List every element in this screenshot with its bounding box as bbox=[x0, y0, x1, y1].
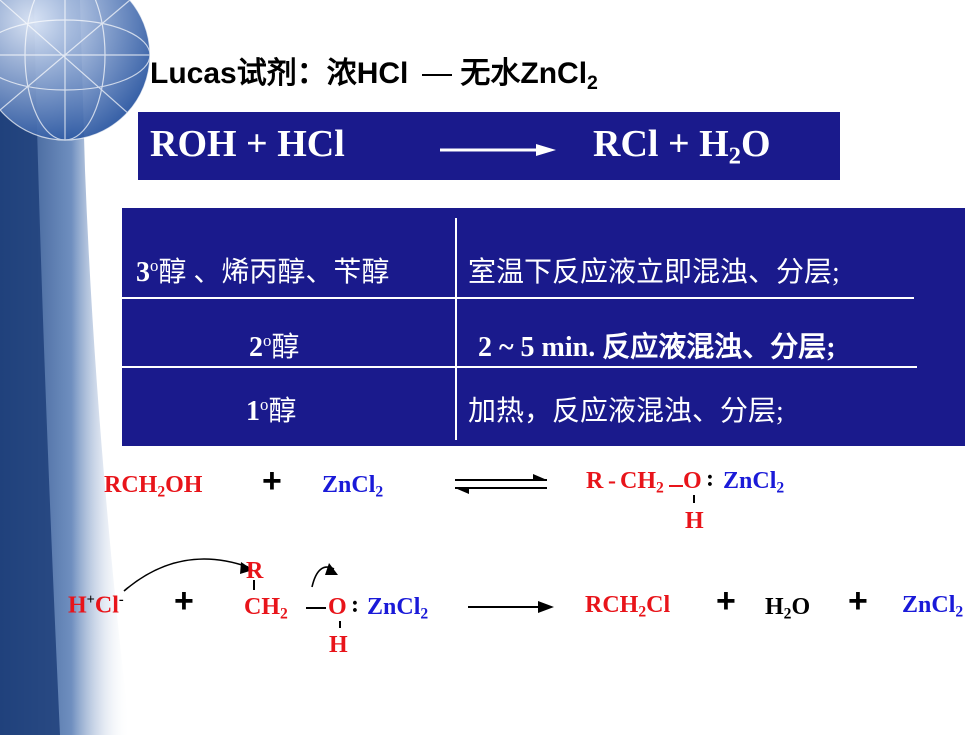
formula-sub: 2 bbox=[656, 479, 664, 497]
table-divider bbox=[122, 366, 455, 368]
product-ch2: CH2 bbox=[620, 468, 664, 498]
bond-line bbox=[693, 495, 695, 503]
product-oxygen: O bbox=[683, 468, 702, 494]
table-divider bbox=[122, 297, 455, 299]
formula-part: ZnCl bbox=[367, 594, 421, 620]
formula-part: H bbox=[765, 594, 784, 620]
formula-sub: 2 bbox=[157, 483, 166, 501]
equation-right-a: RCl + H bbox=[593, 123, 729, 165]
heading-dash bbox=[422, 74, 453, 77]
table-row-2-desc: 2 ~ 5 min. 反应液混浊、分层; bbox=[478, 332, 836, 363]
formula-part: ZnCl bbox=[322, 472, 376, 498]
equilibrium-arrow-icon bbox=[455, 474, 547, 494]
reactant-rch2oh: RCH2OH bbox=[104, 472, 202, 502]
lone-pair-colon: : bbox=[351, 592, 359, 618]
arrow-right-icon bbox=[468, 601, 554, 613]
alcohol-name: 醇 bbox=[268, 396, 297, 427]
table-row-3-class: 1o醇 bbox=[246, 389, 296, 429]
alcohol-name: 醇 、烯丙醇、苄醇 bbox=[158, 257, 390, 288]
product-zncl2: ZnCl2 bbox=[723, 468, 784, 498]
bond-line bbox=[306, 607, 326, 609]
table-row-1-desc: 室温下反应液立即混浊、分层; bbox=[468, 257, 840, 288]
formula-sub: 2 bbox=[783, 605, 792, 623]
ch2-group: CH2 bbox=[244, 594, 288, 624]
formula-part: Cl bbox=[94, 592, 119, 619]
formula-part: CH bbox=[244, 594, 280, 620]
formula-sub: 2 bbox=[280, 605, 288, 623]
arrow-right-icon bbox=[440, 144, 556, 156]
product-dash: - bbox=[608, 468, 616, 494]
table-row-1-class: 3o醇 、烯丙醇、苄醇 bbox=[136, 250, 389, 290]
globe-icon bbox=[0, 0, 151, 141]
formula-sub: 2 bbox=[638, 603, 647, 621]
product-rch2cl: RCH2Cl bbox=[585, 592, 670, 622]
charge: + bbox=[86, 592, 95, 608]
product-r: R bbox=[586, 468, 604, 494]
heading-suffix: 无水ZnCl bbox=[460, 57, 588, 90]
degree-mark: o bbox=[260, 394, 269, 414]
charge: - bbox=[118, 592, 124, 608]
formula-part: ZnCl bbox=[723, 468, 777, 494]
degree-mark: o bbox=[150, 255, 159, 275]
plus-sign: + bbox=[716, 582, 736, 620]
equation-right: RCl + H2O bbox=[593, 122, 771, 170]
product-water: H2O bbox=[765, 594, 810, 624]
equation-left: ROH + HCl bbox=[150, 123, 345, 165]
heading-prefix: Lucas试剂：浓HCl bbox=[150, 57, 409, 90]
bond-line bbox=[253, 580, 255, 590]
bond-line bbox=[339, 621, 341, 628]
bond-line bbox=[669, 485, 683, 487]
table-row-3-desc: 加热，反应液混浊、分层; bbox=[468, 396, 784, 427]
formula-part: ZnCl bbox=[902, 592, 956, 618]
formula-sub: 2 bbox=[375, 483, 384, 501]
hydrogen-atom: H bbox=[329, 632, 348, 658]
formula-sub: 2 bbox=[776, 479, 785, 497]
curved-arrows bbox=[123, 558, 338, 592]
reactivity-table: 3o醇 、烯丙醇、苄醇 室温下反应液立即混浊、分层; 2o醇 2 ~ 5 min… bbox=[122, 208, 965, 446]
equation-box: ROH + HCl RCl + H2O bbox=[138, 112, 840, 180]
alcohol-name: 醇 bbox=[271, 332, 300, 363]
table-divider-vertical bbox=[455, 218, 457, 440]
lone-pair-colon: : bbox=[706, 466, 714, 492]
page-title: Lucas试剂：浓HCl 无水ZnCl2 bbox=[150, 48, 598, 95]
plus-sign: + bbox=[174, 582, 194, 620]
formula-part: H bbox=[68, 592, 87, 619]
table-row-2-class: 2o醇 bbox=[249, 325, 299, 365]
formula-sub: 2 bbox=[955, 603, 964, 621]
formula-part: OH bbox=[165, 472, 203, 498]
reagent-zncl2: ZnCl2 bbox=[322, 472, 383, 502]
degree-mark: o bbox=[263, 330, 272, 350]
heading-suffix-sub: 2 bbox=[587, 71, 598, 94]
formula-part: RCH bbox=[104, 472, 158, 498]
formula-part: RCH bbox=[585, 592, 639, 618]
product-hydrogen: H bbox=[685, 508, 704, 534]
formula-sub: 2 bbox=[420, 605, 429, 623]
substituent-r: R bbox=[246, 558, 264, 584]
formula-part: Cl bbox=[646, 592, 671, 618]
formula-part: O bbox=[791, 594, 811, 620]
table-divider bbox=[457, 297, 914, 299]
table-divider bbox=[457, 366, 917, 368]
degree-number: 3 bbox=[136, 257, 150, 288]
plus-sign: + bbox=[262, 462, 282, 500]
equation-right-b: O bbox=[741, 123, 771, 165]
plus-sign: + bbox=[848, 582, 868, 620]
degree-number: 2 bbox=[249, 332, 263, 363]
equation-right-sub: 2 bbox=[728, 142, 741, 170]
formula-part: CH bbox=[620, 468, 656, 494]
product-zncl2: ZnCl2 bbox=[902, 592, 963, 622]
oxygen-atom: O bbox=[328, 594, 347, 620]
degree-number: 1 bbox=[246, 396, 260, 427]
complex-zncl2: ZnCl2 bbox=[367, 594, 428, 624]
acid-hcl: H+Cl- bbox=[68, 592, 124, 620]
